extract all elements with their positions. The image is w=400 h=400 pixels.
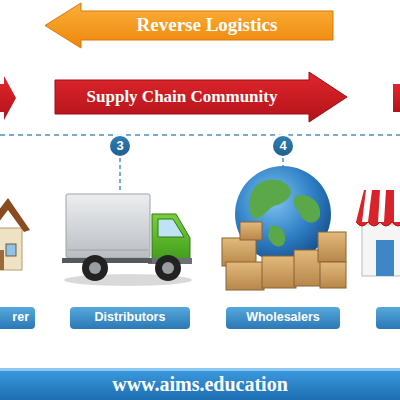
dashed-line — [0, 134, 400, 136]
label-bar-fill — [226, 307, 340, 329]
text-holder: rer — [0, 307, 35, 329]
footer-band-fill — [0, 368, 400, 371]
shop-icon — [356, 190, 400, 276]
label-bar: rer — [0, 307, 35, 329]
truck-icon — [62, 194, 192, 286]
globe-icon — [222, 166, 346, 290]
text-holder: 3 — [108, 134, 132, 158]
node-text: 3 — [116, 139, 123, 153]
step-circle: 4 — [271, 134, 295, 158]
edge-arrow — [0, 76, 16, 120]
supply-arrow-fill — [55, 72, 347, 122]
node-text: Supply Chain Community — [87, 88, 278, 107]
footer-band: www.aims.education — [0, 368, 400, 400]
edge-arrow — [393, 84, 400, 112]
step-circle: 3 — [108, 134, 132, 158]
node-text: Distributors — [95, 311, 166, 325]
step-circle-fill — [109, 135, 131, 157]
supply-arrow: Supply Chain Community — [55, 72, 347, 122]
text-holder: Wholesalers — [226, 307, 340, 329]
node-text: Wholesalers — [246, 311, 320, 325]
node-text: 4 — [279, 139, 286, 153]
text-holder: www.aims.education — [0, 368, 400, 400]
label-bar-fill — [0, 307, 35, 329]
node-text: rer — [12, 311, 29, 325]
node-text: www.aims.education — [112, 373, 288, 395]
label-bar-fill — [70, 307, 190, 329]
text-holder: Reverse Logistics — [45, 3, 333, 48]
house-icon — [0, 198, 30, 270]
node-text: Reverse Logistics — [137, 15, 278, 36]
footer-band-fill — [0, 368, 400, 400]
text-holder: Supply Chain Community — [55, 72, 347, 122]
label-bar: Distributors — [70, 307, 190, 329]
step-circle-fill — [272, 135, 294, 157]
text-holder: 4 — [271, 134, 295, 158]
label-bar: Wholesalers — [226, 307, 340, 329]
dashed-line — [119, 158, 121, 192]
text-holder: Distributors — [70, 307, 190, 329]
reverse-arrow-fill — [45, 3, 333, 48]
label-bar — [376, 307, 400, 329]
reverse-arrow: Reverse Logistics — [45, 3, 333, 48]
